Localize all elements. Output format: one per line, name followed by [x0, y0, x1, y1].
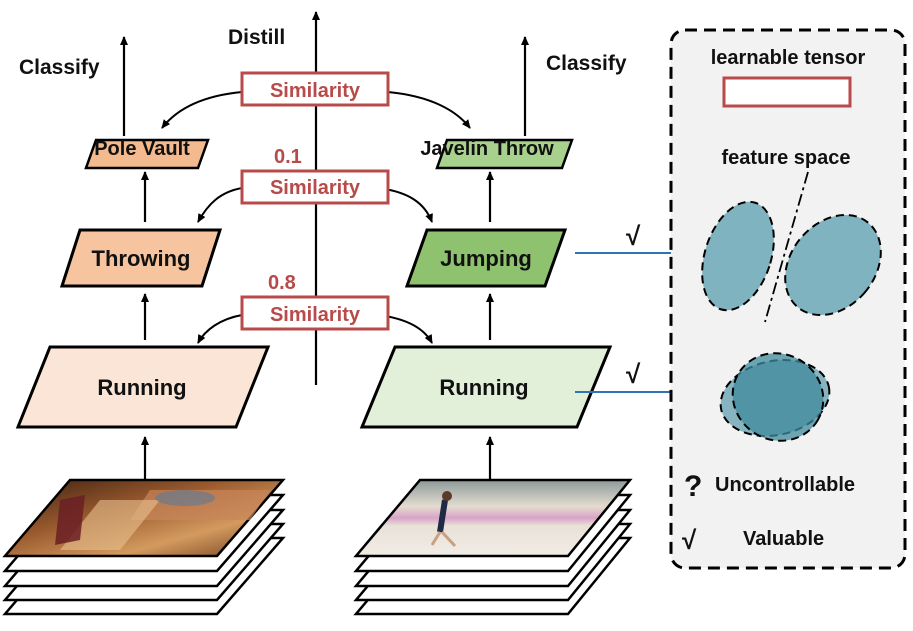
learnable-tensor-label: learnable tensor	[711, 47, 866, 69]
similarity-top-label: Similarity	[270, 80, 361, 102]
javelin-throw-node	[435, 138, 574, 170]
side-panel	[669, 28, 907, 570]
check-lower: √	[626, 359, 641, 389]
similarity-low-left-curve	[197, 314, 243, 344]
throwing-node	[59, 228, 223, 288]
running-right-label: Running	[439, 375, 528, 400]
valuable-check-icon: √	[682, 525, 697, 555]
feature-clusters-separated	[701, 171, 882, 323]
running-left-node	[15, 345, 271, 429]
pole-vault-label: Pole Vault	[94, 138, 190, 160]
similarity-low-box	[240, 295, 390, 331]
throwing-label: Throwing	[92, 246, 191, 271]
question-mark-icon: ?	[684, 470, 702, 503]
jumping-node	[404, 228, 568, 288]
running-left-label: Running	[97, 375, 186, 400]
similarity-mid-label: Similarity	[270, 177, 361, 199]
uncontrollable-label: Uncontrollable	[715, 474, 855, 496]
similarity-top-right-curve	[387, 91, 471, 129]
feature-clusters-overlapping	[719, 352, 831, 442]
similarity-mid-left-curve	[197, 187, 243, 223]
check-upper: √	[626, 221, 641, 251]
similarity-top-left-curve	[161, 91, 243, 129]
similarity-low-label: Similarity	[270, 304, 361, 326]
classify-left-label: Classify	[19, 56, 100, 79]
classify-right-label: Classify	[546, 52, 627, 75]
distill-label: Distill	[228, 26, 285, 49]
score-mid-label: 0.1	[274, 146, 302, 168]
learnable-tensor-box	[722, 76, 852, 108]
jumping-label: Jumping	[440, 246, 532, 271]
score-low-label: 0.8	[268, 272, 296, 294]
valuable-label: Valuable	[743, 528, 824, 550]
video-frames-right	[353, 478, 633, 616]
running-right-node	[359, 345, 613, 429]
feature-space-label: feature space	[722, 147, 851, 169]
similarity-mid-box	[240, 169, 390, 205]
similarity-top-box	[240, 71, 390, 107]
javelin-throw-label: Javelin Throw	[420, 138, 554, 160]
pole-vault-node	[84, 138, 210, 170]
video-frames-left	[2, 478, 286, 616]
